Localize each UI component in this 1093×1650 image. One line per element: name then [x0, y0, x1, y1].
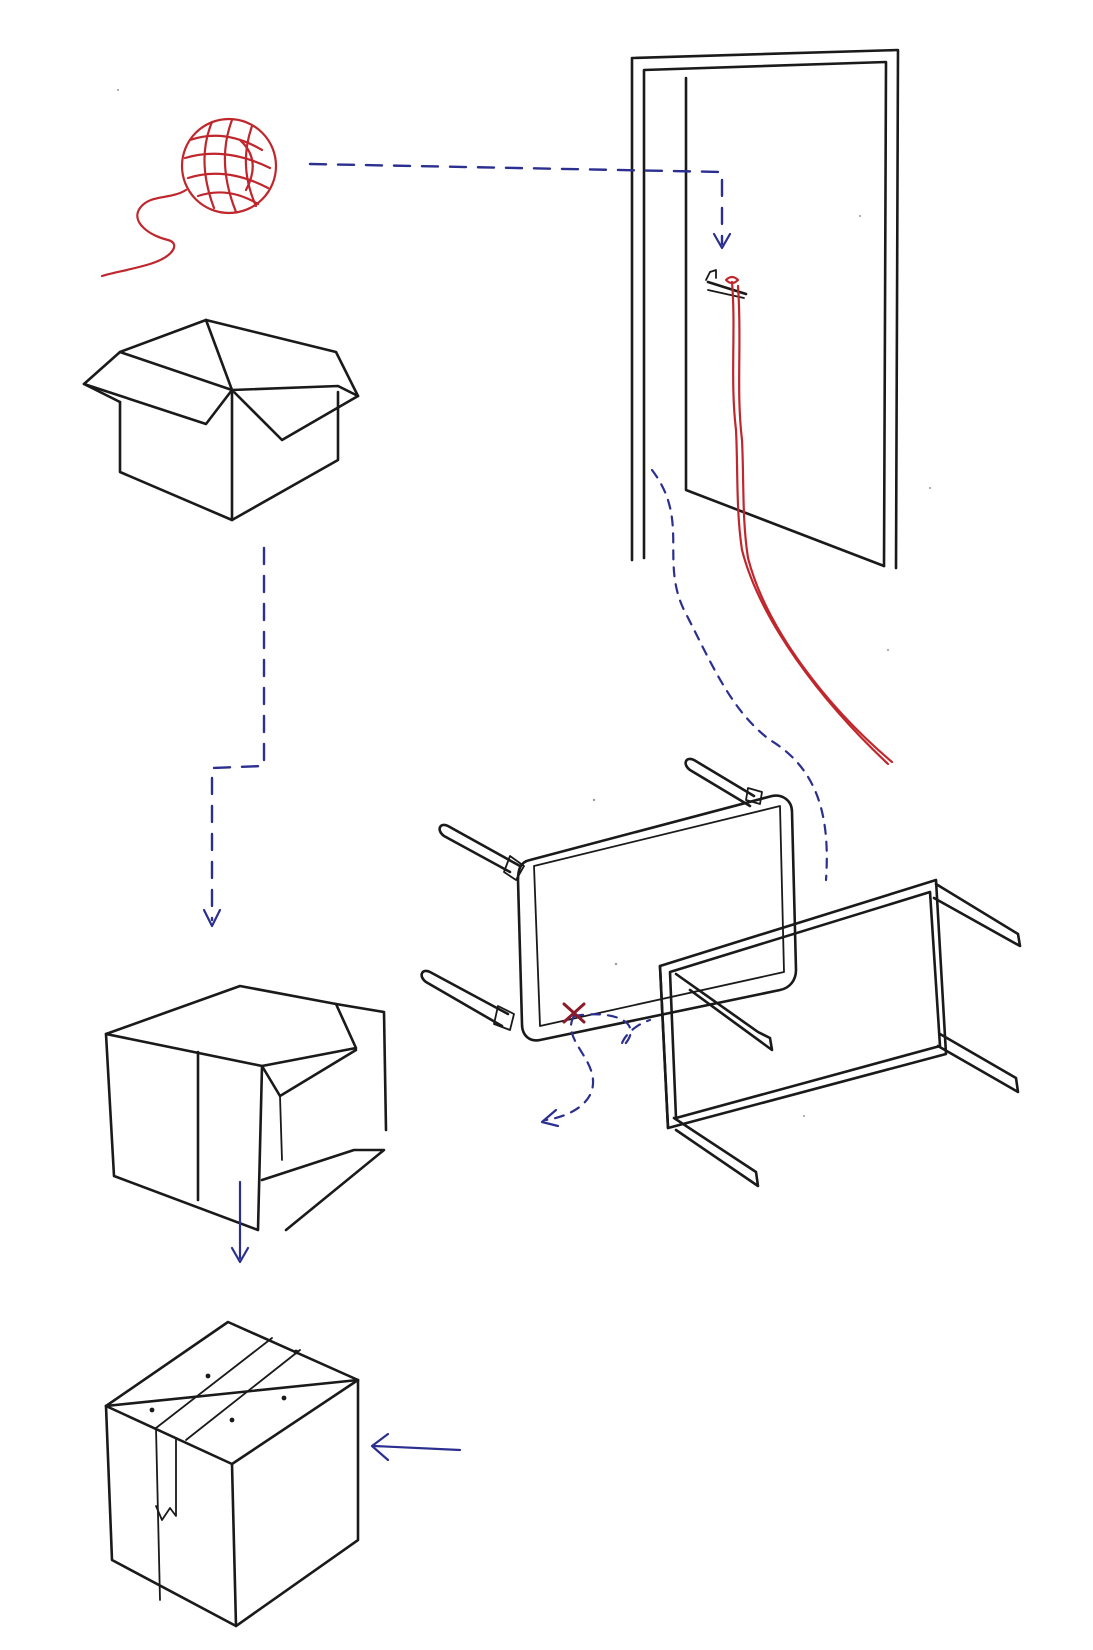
box-down-arrow	[230, 1180, 250, 1264]
yarn-ball-icon	[100, 117, 278, 278]
table-icon	[658, 878, 1022, 1188]
closed-box-icon	[104, 1320, 360, 1628]
cross-mark-icon	[562, 1002, 586, 1024]
table-icon	[420, 757, 798, 1042]
open-box-icon	[104, 984, 388, 1232]
door-icon	[630, 48, 900, 570]
yarn-thread-icon	[724, 275, 894, 766]
specks	[117, 89, 931, 1117]
open-box-icon	[82, 318, 360, 522]
table-loop-path	[540, 1002, 652, 1128]
door-to-table-path	[650, 468, 828, 882]
left-arrow-icon	[370, 1432, 462, 1462]
box-to-box-path	[202, 546, 266, 928]
yarn-to-door-path	[308, 162, 732, 250]
